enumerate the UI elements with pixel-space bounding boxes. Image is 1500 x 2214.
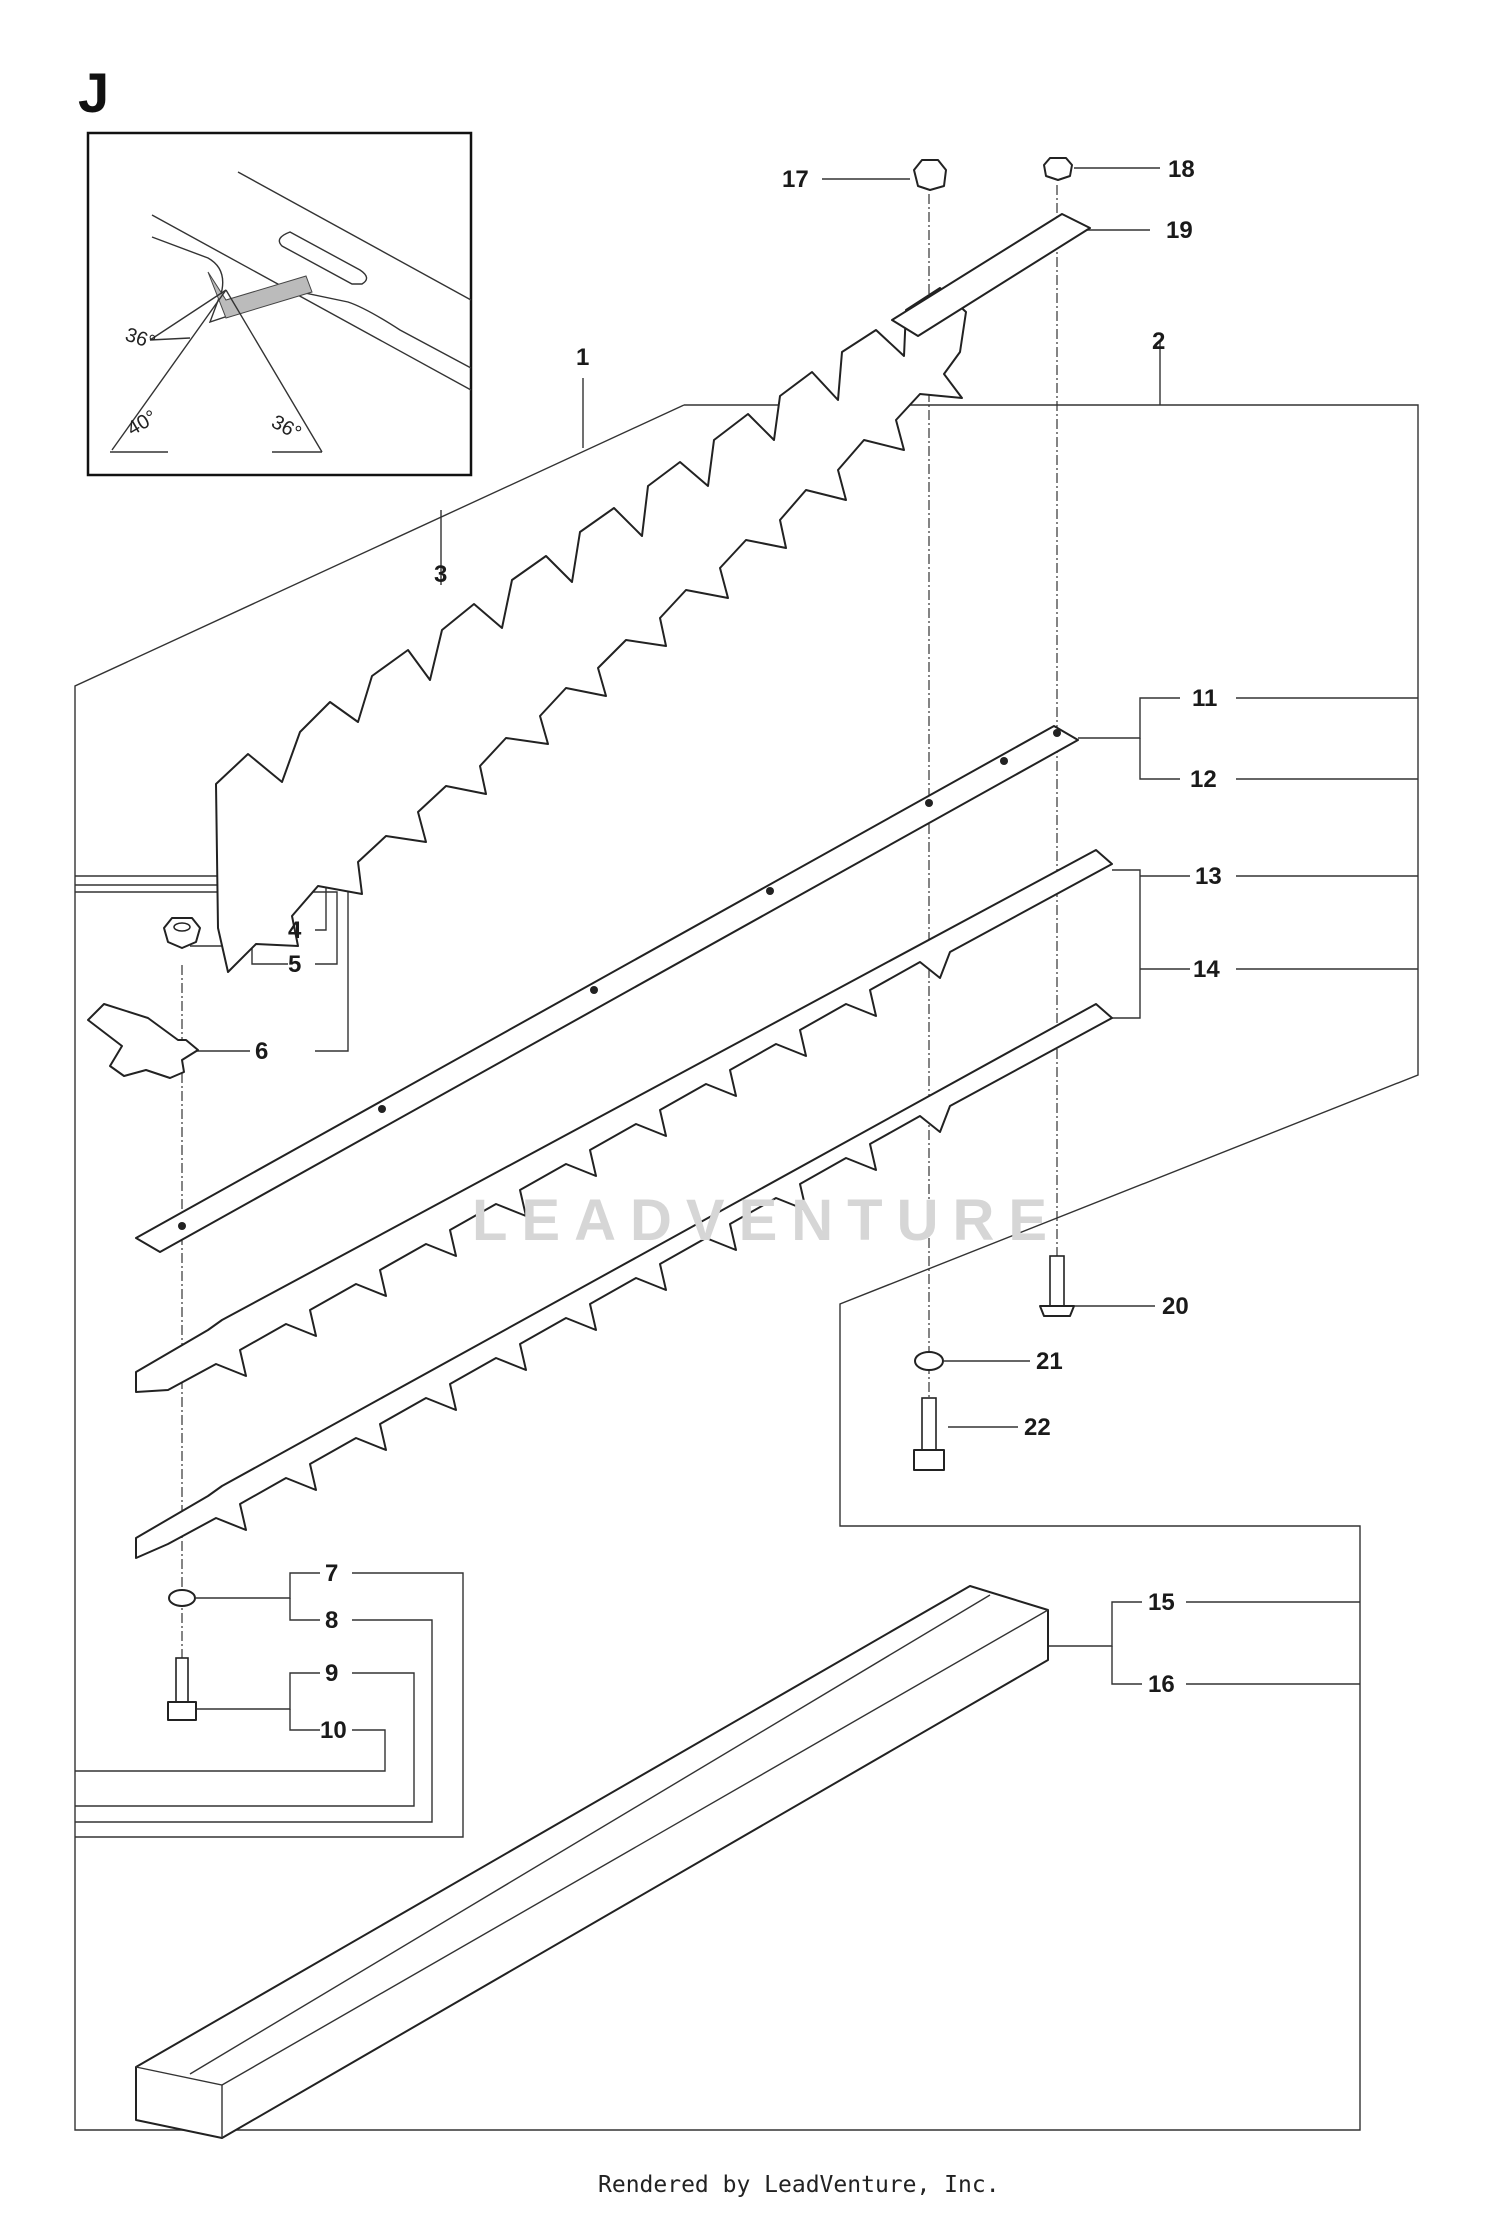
upper-blade [135, 849, 1113, 1393]
callout-label: 13 [1195, 863, 1222, 890]
callout-label: 7 [325, 1560, 338, 1587]
footer-credit: Rendered by LeadVenture, Inc. [598, 2172, 1000, 2198]
nut-17 [913, 159, 947, 191]
callout-label: 8 [325, 1607, 338, 1634]
clamp-plate-19 [891, 213, 1091, 337]
section-letter: J [78, 61, 109, 124]
support-bar [135, 725, 1079, 1253]
watermark: LEADVENTURE [472, 1188, 1061, 1253]
callout-leaders [75, 167, 1418, 1838]
callout-label: 16 [1148, 1671, 1175, 1698]
callout-label: 3 [434, 561, 447, 588]
callout-label: 22 [1024, 1414, 1051, 1441]
callout-label: 2 [1152, 328, 1165, 355]
callout-label: 15 [1148, 1589, 1175, 1616]
callout-label: 19 [1166, 217, 1193, 244]
callout-label: 20 [1162, 1293, 1189, 1320]
nut-4-5 [163, 917, 201, 949]
bolt-22 [913, 1397, 945, 1471]
callout-label: 4 [288, 917, 302, 944]
callout-label: 10 [320, 1717, 347, 1744]
callout-label: 12 [1190, 766, 1217, 793]
drive-plate [87, 1003, 199, 1079]
callout-labels: 1 2 3 4 5 6 7 8 9 10 11 12 13 14 15 16 1… [255, 156, 1222, 1744]
washer-7-8 [168, 1589, 196, 1607]
callout-label: 18 [1168, 156, 1195, 183]
callout-label: 17 [782, 166, 809, 193]
nut-18 [1043, 157, 1073, 181]
lower-blade [135, 1003, 1113, 1559]
callout-label: 21 [1036, 1348, 1063, 1375]
callout-label: 14 [1193, 956, 1220, 983]
callout-label: 9 [325, 1660, 338, 1687]
callout-label: 11 [1192, 685, 1217, 712]
blade-guard-plate [215, 287, 967, 973]
callout-label: 5 [288, 951, 301, 978]
transport-guard [135, 1585, 1049, 2139]
bolt-20 [1039, 1255, 1075, 1317]
support-bar-holes [178, 729, 1061, 1230]
callout-label: 6 [255, 1038, 268, 1065]
callout-label: 1 [576, 344, 589, 371]
washer-21 [914, 1351, 944, 1371]
bolt-9-10 [167, 1657, 197, 1721]
kit-outline-1 [74, 404, 1419, 2131]
inset-detail: 36° 40° 36° [86, 131, 473, 477]
